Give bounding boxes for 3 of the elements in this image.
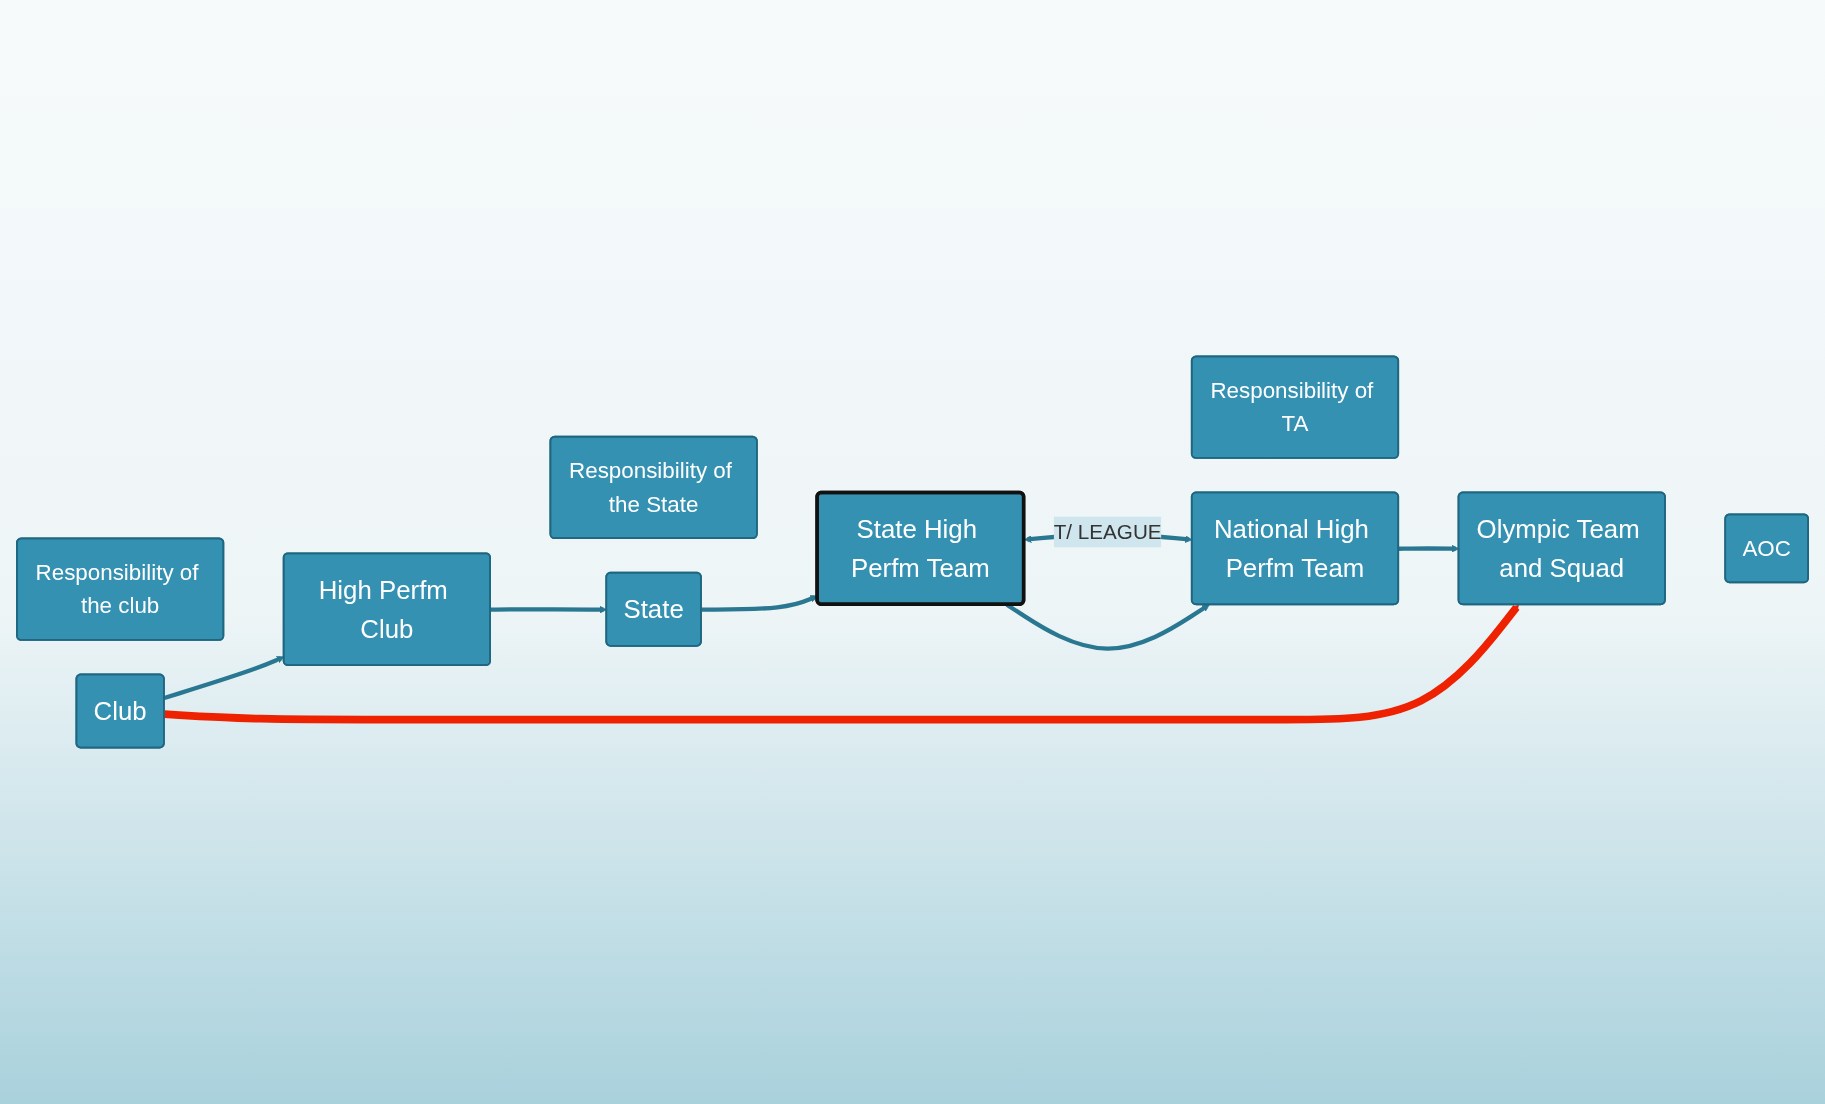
edge-label: T/ LEAGUE bbox=[1053, 519, 1162, 544]
arrow bbox=[164, 604, 1520, 724]
arrow bbox=[163, 656, 285, 701]
